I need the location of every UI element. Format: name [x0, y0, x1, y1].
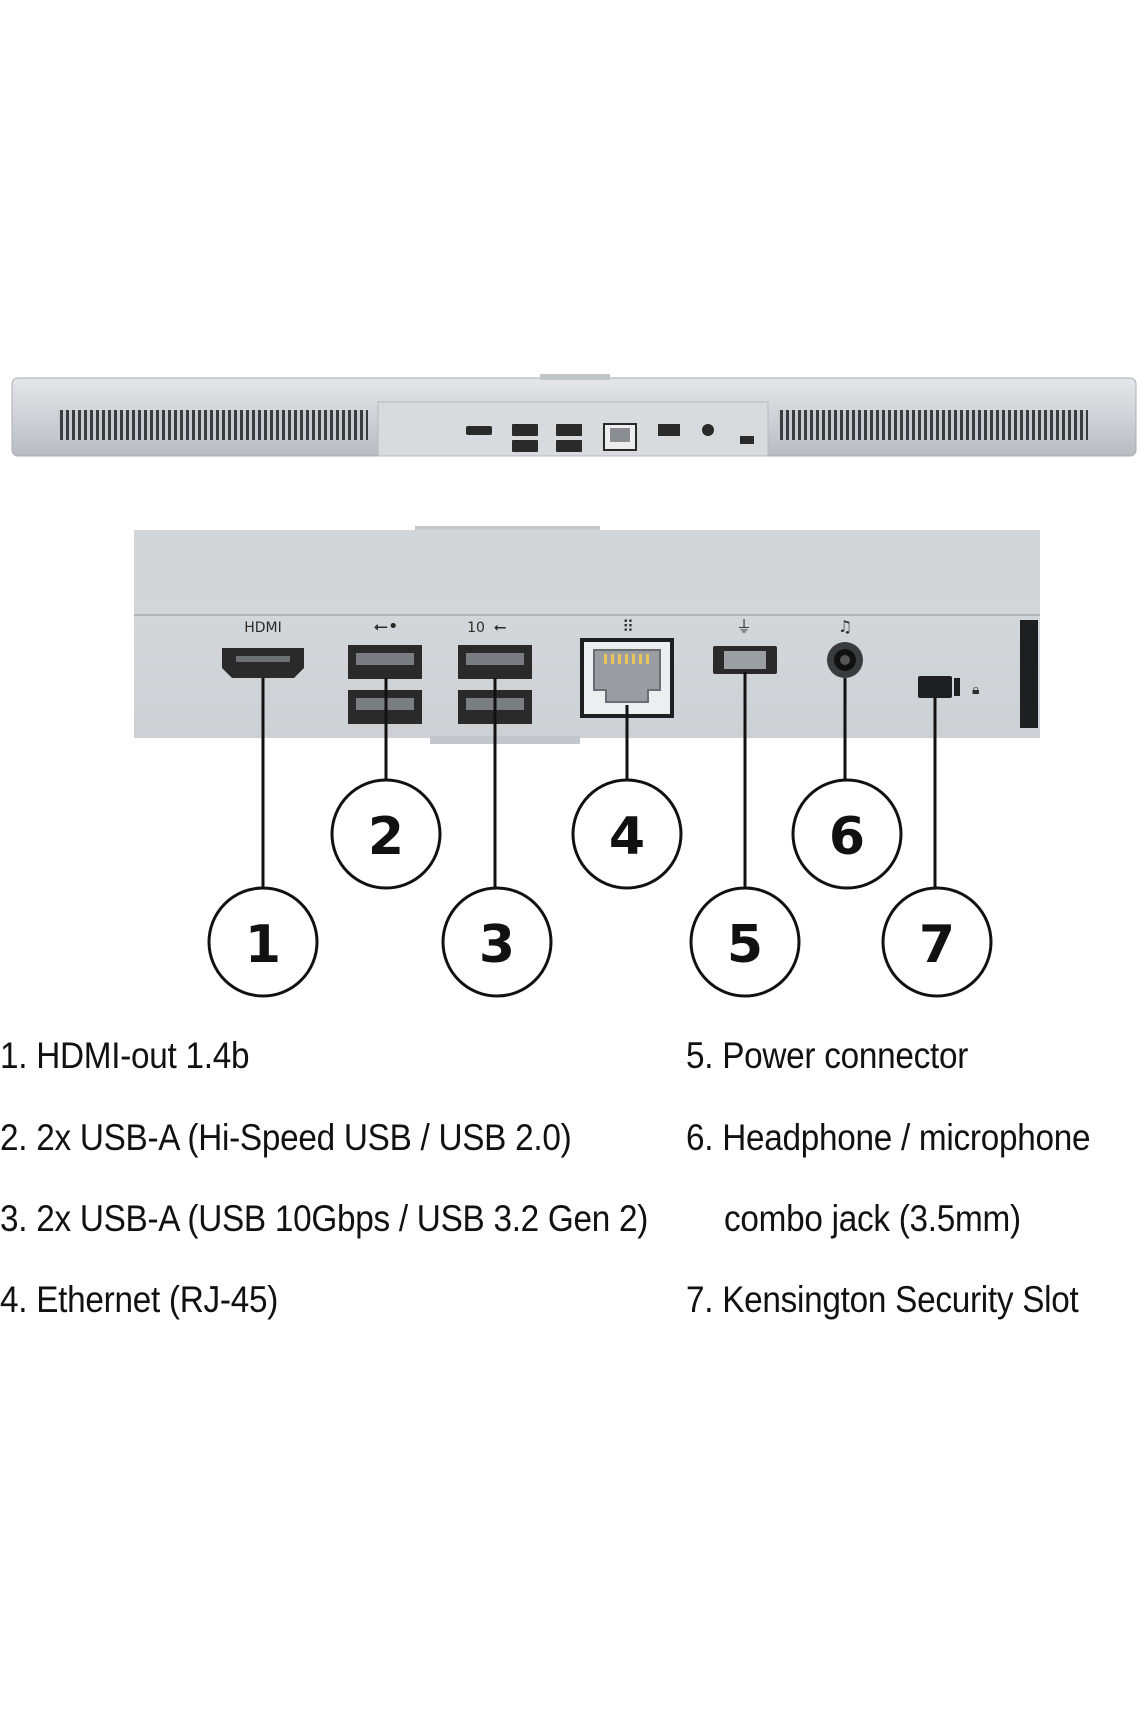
callouts: 1 2 3 4 5 6 7 — [207, 778, 993, 998]
legend-item-2: 2. 2x USB-A (Hi-Speed USB / USB 2.0) — [0, 1117, 572, 1158]
legend-item-6: 6. Headphone / microphone — [686, 1117, 1091, 1158]
usb-ss-icon: ⭠ — [494, 617, 507, 636]
legend-item-3: 3. 2x USB-A (USB 10Gbps / USB 3.2 Gen 2) — [0, 1198, 649, 1239]
power-connector: ⏚ — [713, 617, 777, 674]
svg-text:5: 5 — [727, 915, 763, 975]
callout-1: 1 — [207, 886, 319, 998]
legend-item-6-cont: combo jack (3.5mm) — [724, 1198, 1021, 1239]
usb-icon: ⭠• — [373, 616, 398, 637]
network-icon: ⠿ — [622, 617, 634, 636]
mini-hdmi-port — [466, 426, 492, 435]
audio-jack: ♫ — [827, 617, 863, 678]
device-bottom-edge — [11, 374, 1137, 457]
legend-item-7: 7. Kensington Security Slot — [686, 1279, 1079, 1320]
side-edge-strip — [1020, 620, 1038, 728]
usb-2-ports: ⭠• — [348, 616, 422, 724]
callout-3: 3 — [441, 886, 553, 998]
hdmi-port: HDMI — [222, 620, 304, 678]
callout-6: 6 — [791, 778, 903, 890]
legend-item-4: 4. Ethernet (RJ-45) — [0, 1279, 279, 1320]
leader-lines — [261, 672, 937, 888]
svg-text:4: 4 — [609, 807, 645, 867]
legend-item-1: 1. HDMI-out 1.4b — [0, 1035, 250, 1076]
kensington-slot: 🔒︎ — [918, 676, 979, 698]
svg-text:7: 7 — [919, 915, 955, 975]
svg-text:1: 1 — [245, 915, 281, 975]
ethernet-port: ⠿ — [580, 617, 674, 718]
svg-text:2: 2 — [368, 807, 404, 867]
callout-4: 4 — [571, 778, 683, 890]
hdmi-mark: HDMI — [244, 620, 282, 636]
callout-5: 5 — [689, 886, 801, 998]
headset-icon: ♫ — [838, 617, 852, 636]
usb-speed-mark: 10 — [467, 620, 485, 636]
svg-text:3: 3 — [479, 915, 515, 975]
right-vent — [778, 410, 1088, 440]
left-vent — [58, 410, 368, 440]
port-panel-zoom: HDMI ⭠• 10 ⭠ ⠿ — [134, 526, 1040, 744]
legend-item-5: 5. Power connector — [686, 1035, 969, 1076]
callout-7: 7 — [881, 886, 993, 998]
power-plug-icon: ⏚ — [736, 617, 752, 636]
svg-text:6: 6 — [829, 807, 865, 867]
callout-2: 2 — [330, 778, 442, 890]
lock-icon: 🔒︎ — [972, 682, 979, 698]
